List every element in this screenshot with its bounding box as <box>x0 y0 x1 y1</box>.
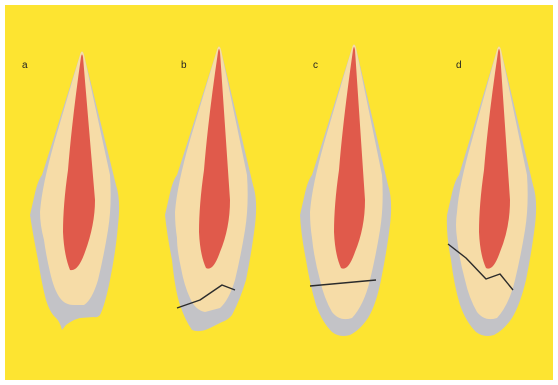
panel-label-b: b <box>181 60 187 71</box>
panel-label-d: d <box>456 60 462 71</box>
panel-label-c: c <box>313 60 318 71</box>
panel-label-a: a <box>22 60 28 71</box>
